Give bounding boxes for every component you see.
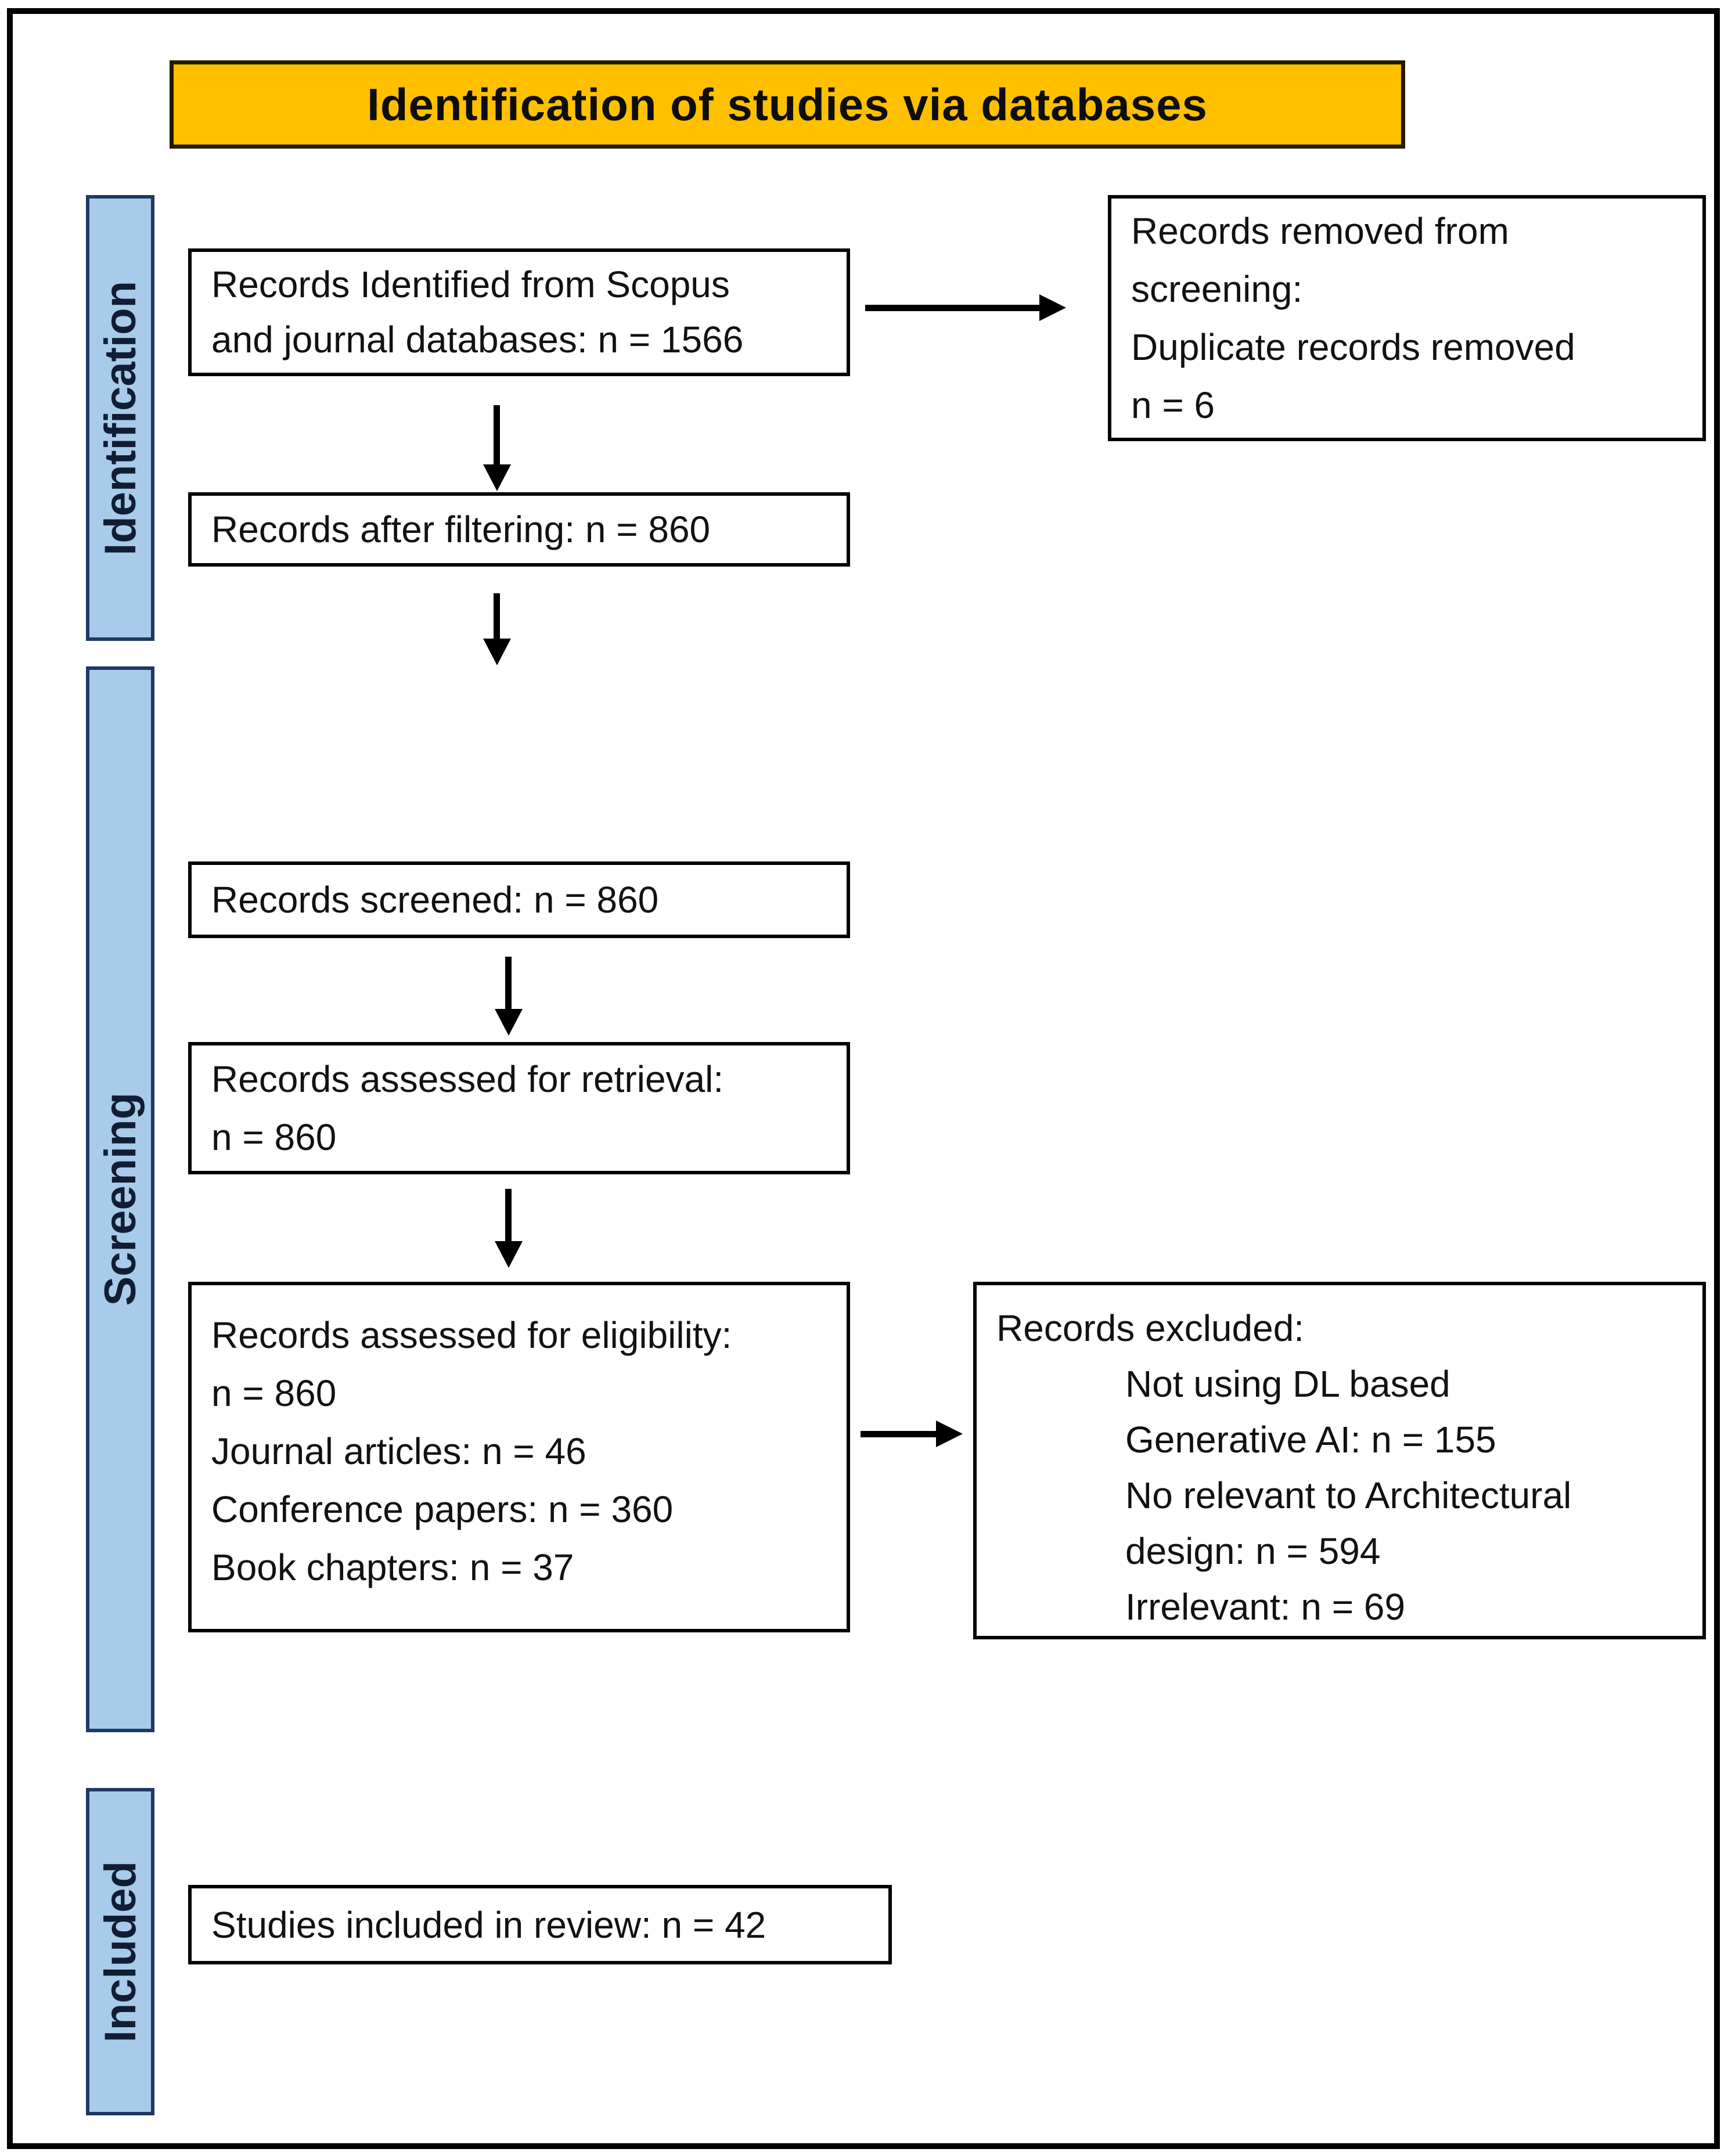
stage-bar-included: Included	[86, 1788, 154, 2115]
page-title: Identification of studies via databases	[367, 78, 1208, 130]
stage-bar-screening: Screening	[86, 666, 154, 1732]
box-text-line: Book chapters: n = 37	[211, 1546, 574, 1588]
box-text-line: Records excluded:	[996, 1307, 1305, 1349]
box-text-line: Records assessed for eligibility:	[211, 1314, 732, 1356]
stage-label-included: Included	[95, 1861, 145, 2043]
arrow-filtered-down-shaft	[494, 593, 500, 640]
box-records-filtered: Records after filtering: n = 860	[188, 492, 850, 567]
box-records-excluded: Records excluded: Not using DL based Gen…	[973, 1282, 1706, 1639]
box-text-line: design: n = 594	[1125, 1530, 1381, 1572]
box-records-eligibility: Records assessed for eligibility: n = 86…	[188, 1282, 850, 1632]
arrow-retrieval-to-eligibility-head	[495, 1241, 523, 1268]
arrow-identified-to-removed-head	[1039, 294, 1066, 321]
arrow-identified-to-filtered-head	[483, 464, 511, 491]
arrow-filtered-down-head	[483, 639, 511, 665]
box-text-line: Conference papers: n = 360	[211, 1488, 674, 1530]
box-text-line: n = 860	[211, 1116, 337, 1158]
box-text-line: Records Identified from Scopus	[211, 264, 730, 305]
stage-label-identification: Identification	[95, 280, 145, 556]
box-studies-included: Studies included in review: n = 42	[188, 1885, 892, 1964]
arrow-eligibility-to-excluded-head	[936, 1420, 963, 1447]
box-text-line: Studies included in review: n = 42	[211, 1903, 766, 1946]
box-text-line: Records assessed for retrieval:	[211, 1058, 724, 1100]
box-text-line: Not using DL based	[1125, 1363, 1450, 1405]
outer-frame	[7, 8, 1720, 2149]
box-text-line: Irrelevant: n = 69	[1125, 1586, 1406, 1628]
box-records-removed: Records removed from screening: Duplicat…	[1108, 195, 1706, 441]
box-records-identified: Records Identified from Scopus and journ…	[188, 248, 850, 376]
arrow-identified-to-filtered-shaft	[494, 405, 500, 466]
arrow-retrieval-to-eligibility-shaft	[505, 1189, 512, 1242]
box-records-retrieval: Records assessed for retrieval: n = 860	[188, 1042, 850, 1174]
title-banner: Identification of studies via databases	[170, 60, 1405, 149]
arrow-screened-to-retrieval-shaft	[505, 957, 512, 1010]
box-text-line: screening:	[1131, 268, 1303, 310]
stage-label-screening: Screening	[95, 1093, 145, 1306]
box-text-line: and journal databases: n = 1566	[211, 319, 744, 360]
box-text-line: Records removed from	[1131, 210, 1509, 252]
box-text-line: Journal articles: n = 46	[211, 1430, 586, 1472]
box-text-line: Generative AI: n = 155	[1125, 1419, 1496, 1461]
box-text-line: Records screened: n = 860	[211, 879, 659, 921]
box-text-line: Duplicate records removed	[1131, 326, 1575, 368]
box-text-line: No relevant to Architectural	[1125, 1474, 1572, 1516]
box-text-line: n = 860	[211, 1372, 337, 1414]
arrow-identified-to-removed-shaft	[865, 305, 1039, 311]
box-records-screened: Records screened: n = 860	[188, 861, 850, 938]
stage-bar-identification: Identification	[86, 195, 154, 641]
box-text-line: n = 6	[1131, 384, 1215, 426]
arrow-eligibility-to-excluded-shaft	[861, 1431, 936, 1437]
box-text-line: Records after filtering: n = 860	[211, 509, 711, 550]
arrow-screened-to-retrieval-head	[495, 1009, 523, 1036]
